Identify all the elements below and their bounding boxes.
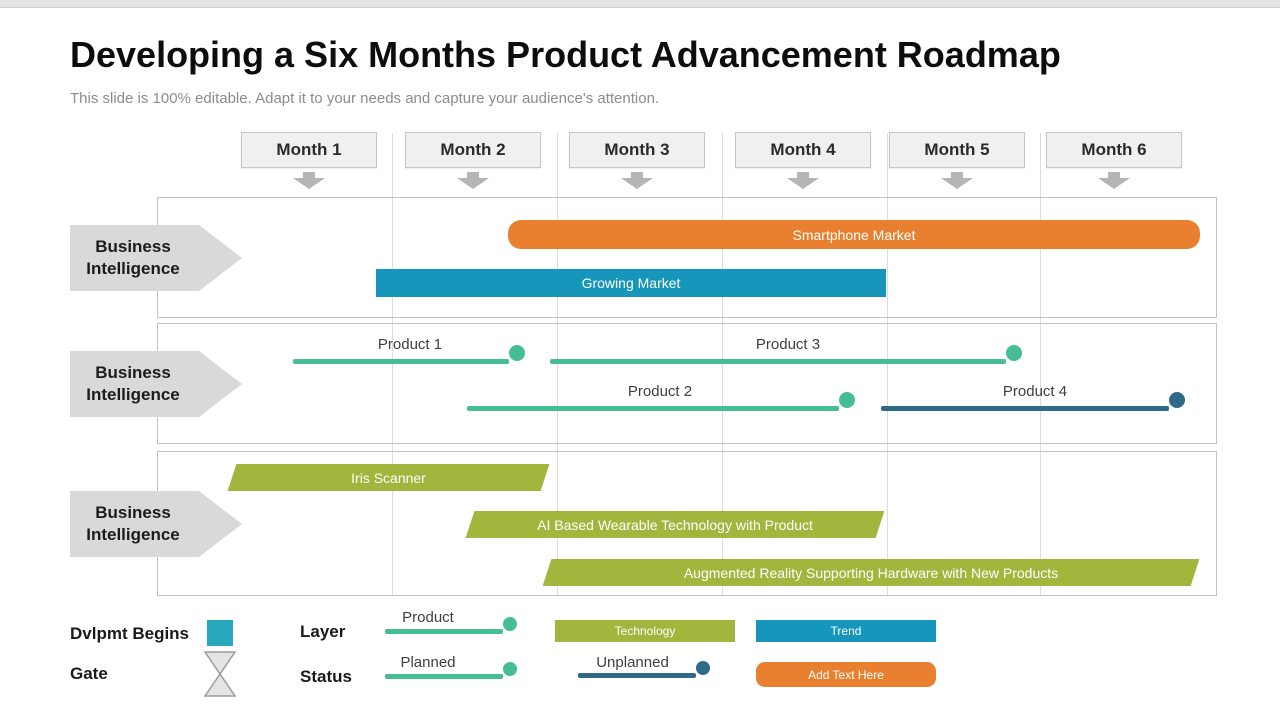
month-arrow-icon xyxy=(293,172,325,189)
tech-bar-ai-wearable: AI Based Wearable Technology with Produc… xyxy=(465,511,885,538)
milestone-line-product-3 xyxy=(550,359,1006,364)
milestone-label-product-3: Product 3 xyxy=(755,336,821,353)
tech-bar-augmented-reality: Augmented Reality Supporting Hardware wi… xyxy=(542,559,1200,586)
month-header-6: Month 6 xyxy=(1046,132,1182,168)
month-header-1: Month 1 xyxy=(241,132,377,168)
grid-line xyxy=(1040,133,1041,596)
milestone-label-product-2: Product 2 xyxy=(627,383,693,400)
legend-key-status: Status xyxy=(300,667,352,686)
page-subtitle: This slide is 100% editable. Adapt it to… xyxy=(70,90,660,107)
grid-line xyxy=(887,133,888,596)
track-label-arrow-3: Business Intelligence xyxy=(70,491,242,557)
milestone-ring-product-2 xyxy=(839,392,855,408)
legend-key-gate: Gate xyxy=(70,664,108,683)
track-label: Business Intelligence xyxy=(86,363,180,404)
tech-bar-label: Iris Scanner xyxy=(351,469,426,486)
milestone-label-product-1: Product 1 xyxy=(377,336,443,353)
gate-hourglass-icon xyxy=(204,651,236,697)
legend-label-unplanned: Unplanned xyxy=(596,654,669,671)
gantt-bar-smartphone-market: Smartphone Market xyxy=(508,220,1200,249)
legend-label-product: Product xyxy=(402,609,454,626)
month-header-4: Month 4 xyxy=(735,132,871,168)
legend-ring-product xyxy=(503,617,517,631)
legend-bar-trend: Trend xyxy=(756,620,936,642)
month-arrow-icon xyxy=(457,172,489,189)
legend-label-planned: Planned xyxy=(400,654,456,671)
dvlpmt-begins-swatch xyxy=(207,620,233,646)
month-arrow-icon xyxy=(1098,172,1130,189)
track-label-arrow-1: Business Intelligence xyxy=(70,225,242,291)
legend-ring-planned xyxy=(503,662,517,676)
milestone-line-product-1 xyxy=(293,359,509,364)
milestone-ring-product-1 xyxy=(509,345,525,361)
legend-bar-add-text: Add Text Here xyxy=(756,662,936,687)
grid-line xyxy=(722,133,723,596)
legend-line-planned xyxy=(385,674,503,679)
grid-line xyxy=(392,133,393,596)
month-arrow-icon xyxy=(787,172,819,189)
tech-bar-label: Augmented Reality Supporting Hardware wi… xyxy=(683,564,1059,581)
milestone-line-product-2 xyxy=(467,406,839,411)
track-label-arrow-2: Business Intelligence xyxy=(70,351,242,417)
milestone-line-product-4 xyxy=(881,406,1169,411)
legend-key-dvlpmt-begins: Dvlpmt Begins xyxy=(70,624,190,643)
legend-key-layer: Layer xyxy=(300,622,346,641)
page-title: Developing a Six Months Product Advancem… xyxy=(70,34,1061,75)
slide-top-strip xyxy=(0,0,1280,8)
tech-bar-iris-scanner: Iris Scanner xyxy=(227,464,550,491)
milestone-label-product-4: Product 4 xyxy=(1002,383,1068,400)
legend-bar-technology: Technology xyxy=(555,620,735,642)
month-header-5: Month 5 xyxy=(889,132,1025,168)
month-arrow-icon xyxy=(941,172,973,189)
month-arrow-icon xyxy=(621,172,653,189)
month-header-2: Month 2 xyxy=(405,132,541,168)
month-header-3: Month 3 xyxy=(569,132,705,168)
track-panel-1 xyxy=(157,197,1217,318)
tech-bar-label: AI Based Wearable Technology with Produc… xyxy=(537,516,813,533)
milestone-ring-product-3 xyxy=(1006,345,1022,361)
legend-line-product xyxy=(385,629,503,634)
legend-ring-unplanned xyxy=(696,661,710,675)
grid-line xyxy=(557,133,558,596)
gantt-bar-growing-market: Growing Market xyxy=(376,269,886,297)
milestone-ring-product-4 xyxy=(1169,392,1185,408)
track-label: Business Intelligence xyxy=(86,503,180,544)
legend-line-unplanned xyxy=(578,673,696,678)
track-label: Business Intelligence xyxy=(86,237,180,278)
